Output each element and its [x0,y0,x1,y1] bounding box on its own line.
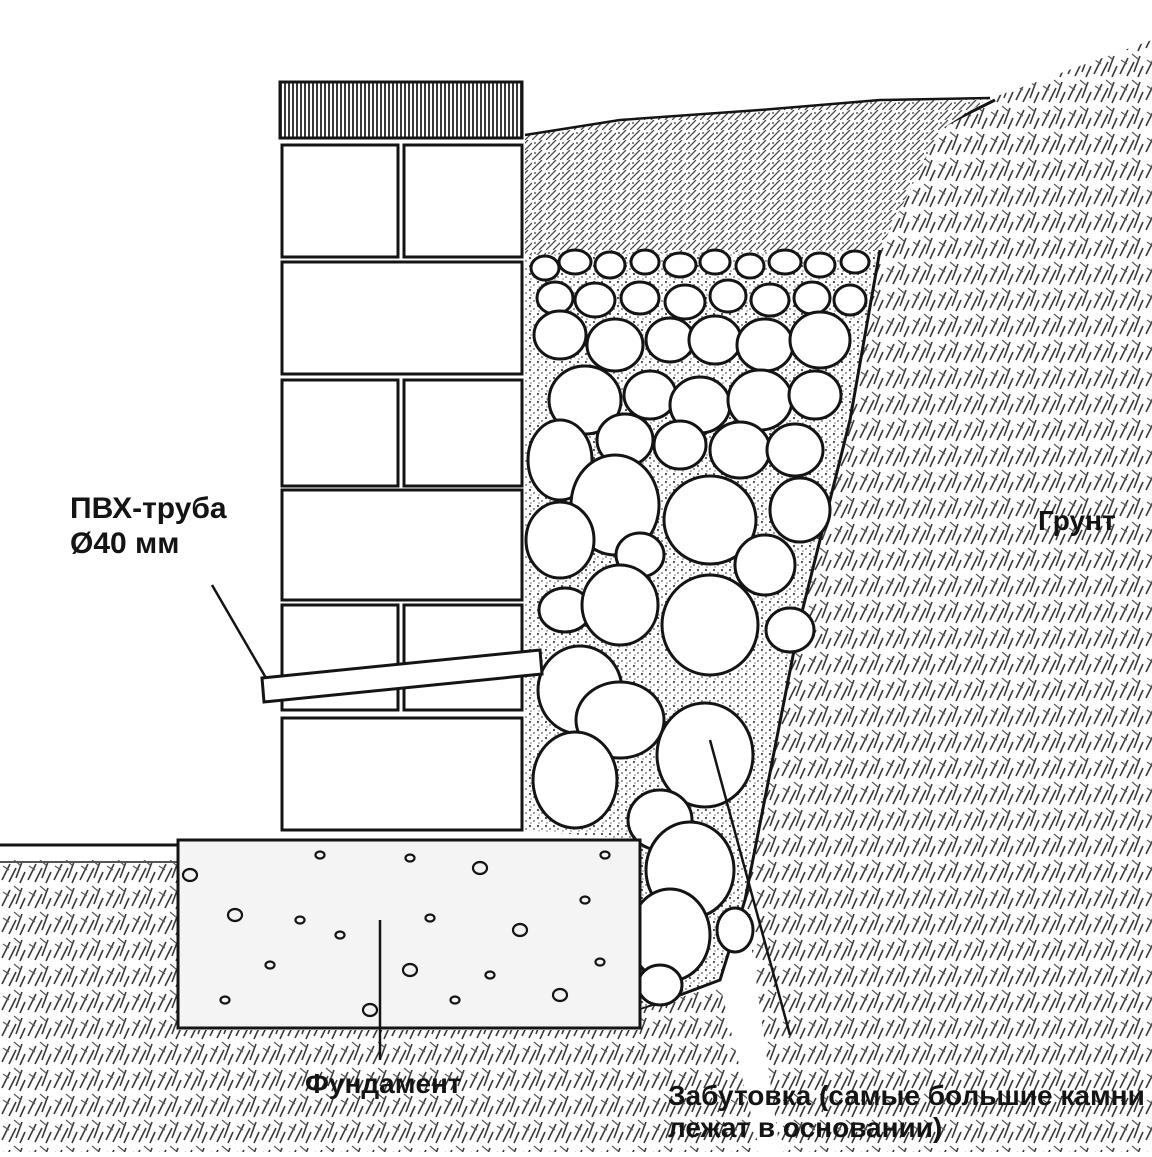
stone [619,280,661,316]
wall-block [280,260,524,376]
aggregate-dot [219,995,231,1005]
aggregate-dot [181,867,199,883]
pvc-pipe-label-line1: ПВХ-труба [70,492,227,525]
backfill-leader [708,739,792,1036]
aggregate-dot [449,995,461,1005]
stone [662,251,698,279]
aggregate-dot [264,960,276,970]
pvc-pipe-label: ПВХ-труба Ø40 мм [70,492,227,561]
aggregate-dot [471,860,489,876]
stone [734,252,766,280]
stone [788,310,852,370]
aggregate-dot [594,957,606,967]
stone [652,419,708,471]
stone [585,317,645,373]
stone [764,606,816,654]
stone [708,420,772,480]
stone [839,249,871,275]
stone [529,254,561,282]
aggregate-dot [579,895,591,905]
stone [524,500,596,580]
pvc-pipe [260,648,544,704]
aggregate-dot [424,913,436,923]
stone [660,573,760,677]
wall-block [280,488,524,602]
stone [735,317,795,373]
stone [636,963,684,1007]
backfill-label: Забутовка (самые большие камни лежат в о… [668,1080,1145,1144]
aggregate-dot [401,962,419,978]
stone [557,248,593,276]
topsoil-layer [524,96,991,255]
stone [535,280,575,316]
wall-block [280,143,400,259]
wall-cap [278,80,524,140]
wall-block [280,378,400,488]
aggregate-dot [551,987,569,1003]
leader-lines [210,584,792,1060]
pvc-pipe-label-line2: Ø40 мм [70,526,180,560]
stone [622,369,678,421]
aggregate-dot [599,850,611,860]
stone [792,280,832,316]
stone [655,701,755,809]
stone [580,563,660,647]
stone [531,730,619,830]
wall-block [402,143,524,259]
backfill-stones [524,248,871,1007]
aggregate-dot [226,907,244,923]
stone [832,283,868,317]
stone [532,309,588,361]
stone [765,422,825,478]
stone [573,281,617,319]
stone [698,248,732,276]
stone [629,248,661,276]
aggregate-dot [404,853,416,863]
wall-block [280,716,524,832]
backfill-label-line2: лежат в основании) [668,1112,943,1144]
stone [749,282,791,318]
aggregate-dot [484,970,496,980]
stone [733,533,797,597]
stone [803,251,837,279]
aggregate-dot [361,1002,379,1018]
stone [687,314,743,366]
stone [787,369,843,421]
aggregate-dot [294,915,306,925]
backfill-label-line1: Забутовка (самые большие камни [668,1080,1145,1111]
stone [767,248,803,276]
pipe-leader [210,584,268,679]
stone [715,906,755,954]
stone [662,474,758,566]
aggregate-dot [511,922,529,938]
foundation-block [176,838,642,1030]
ground-label: Грунт [1038,505,1116,536]
aggregate-dot [314,850,326,860]
stone [768,476,832,544]
stone [644,316,696,364]
wall-block [402,378,524,488]
lower-soil [0,843,760,1152]
stone [708,278,748,314]
block-wall [278,80,524,832]
aggregate-dot [334,930,346,940]
foundation-label: Фундамент [305,1068,462,1099]
stone [593,250,627,280]
stone [663,283,707,321]
concrete-aggregate [181,850,611,1018]
